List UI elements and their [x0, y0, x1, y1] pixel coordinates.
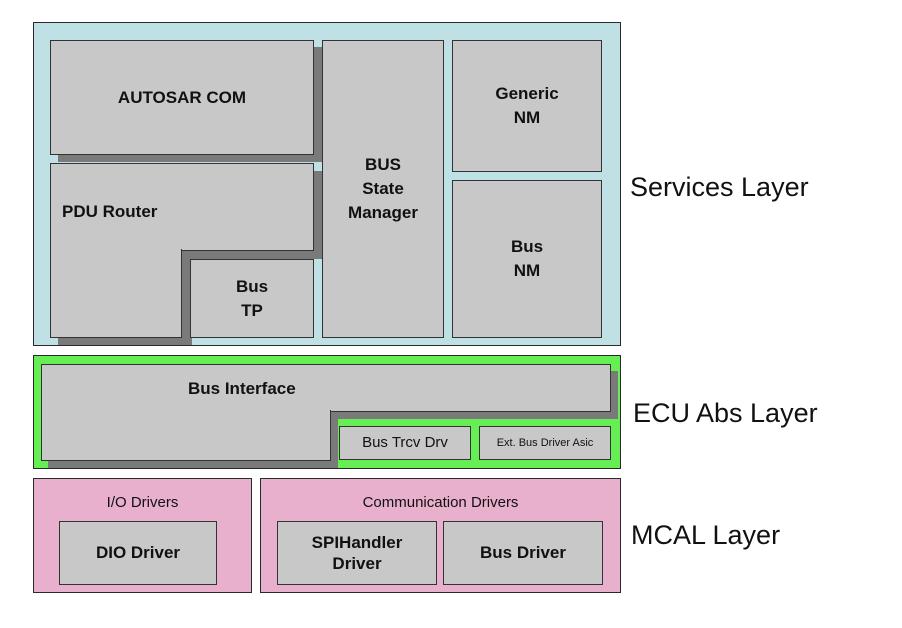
bus-interface-box-top — [41, 364, 611, 412]
bus-state-manager-box: BUS State Manager — [322, 40, 444, 338]
bus-interface-joint — [42, 409, 330, 413]
dio-driver-box: DIO Driver — [59, 521, 217, 585]
bus-state-manager-label-2: State — [362, 179, 404, 198]
bus-state-manager-label-3: Manager — [348, 203, 418, 222]
spi-handler-label-1: SPIHandler — [311, 533, 403, 552]
pdu-router-joint — [51, 248, 181, 252]
bus-interface-box-stem — [41, 410, 331, 461]
bus-interface-label: Bus Interface — [188, 379, 296, 398]
bus-trcv-drv-box: Bus Trcv Drv — [339, 426, 471, 460]
bus-nm-label-1: Bus — [510, 237, 544, 256]
bus-tp-box: Bus TP — [190, 259, 314, 338]
ext-bus-driver-label: Ext. Bus Driver Asic — [496, 437, 594, 449]
bus-driver-label: Bus Driver — [480, 543, 566, 562]
dio-driver-label: DIO Driver — [95, 543, 181, 562]
generic-nm-label-2: NM — [513, 108, 541, 127]
bus-state-manager-label-1: BUS — [365, 155, 401, 174]
generic-nm-box: Generic NM — [452, 40, 602, 172]
bus-nm-label-2: NM — [513, 261, 541, 280]
autosar-com-box: AUTOSAR COM — [50, 40, 314, 155]
mcal-layer-label: MCAL Layer — [631, 520, 781, 550]
generic-nm-label-1: Generic — [495, 84, 559, 103]
bus-trcv-drv-label: Bus Trcv Drv — [362, 434, 448, 451]
communication-drivers-label: Communication Drivers — [362, 494, 519, 511]
pdu-router-box-top — [50, 163, 314, 251]
bus-tp-label-1: Bus — [235, 276, 269, 296]
spi-handler-label-2: Driver — [332, 554, 382, 573]
services-layer-label: Services Layer — [630, 172, 809, 202]
io-drivers-label: I/O Drivers — [106, 494, 179, 511]
ecu-abs-layer-label: ECU Abs Layer — [633, 398, 818, 428]
pdu-router-box-stem — [50, 249, 182, 338]
spi-handler-driver-box: SPIHandler Driver — [277, 521, 437, 585]
bus-driver-box: Bus Driver — [443, 521, 603, 585]
pdu-router-label: PDU Router — [62, 202, 158, 221]
ext-bus-driver-box: Ext. Bus Driver Asic — [479, 426, 611, 460]
bus-tp-label-2: TP — [241, 300, 263, 320]
bus-nm-box: Bus NM — [452, 180, 602, 338]
autosar-com-label: AUTOSAR COM — [117, 87, 247, 107]
